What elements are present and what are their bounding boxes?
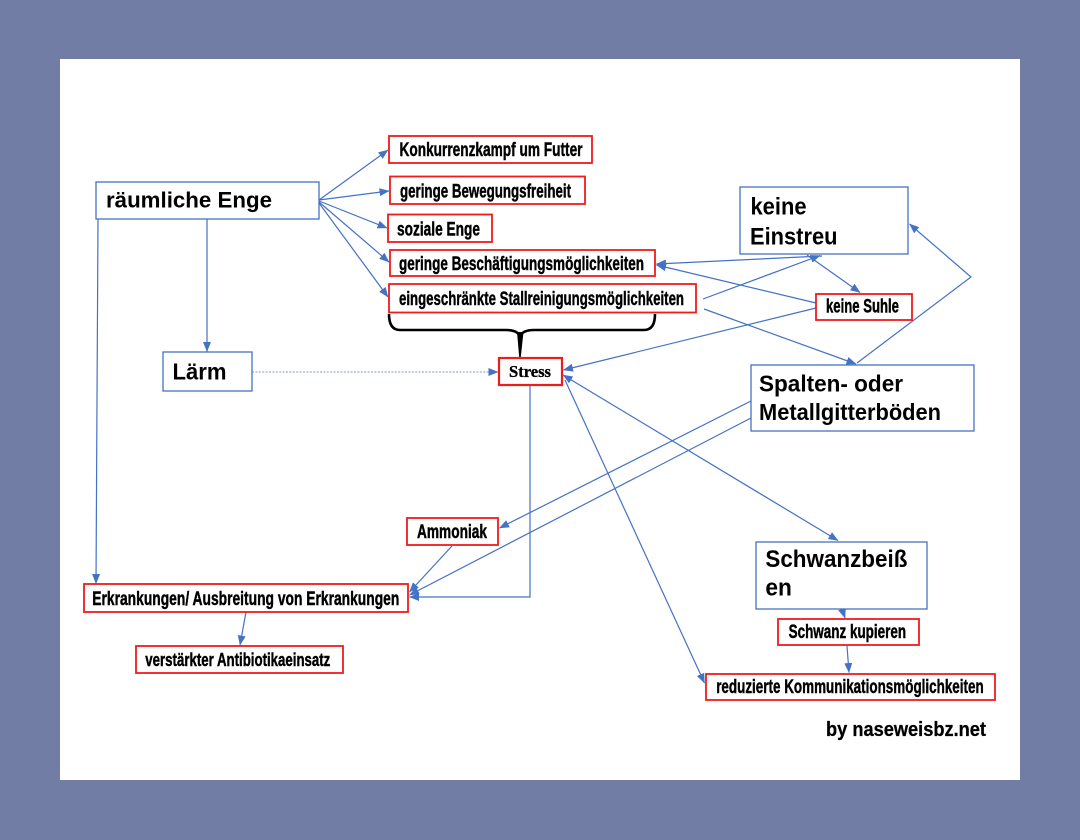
svg-text:geringe Beschäftigungsmöglichk: geringe Beschäftigungsmöglichkeiten xyxy=(399,254,644,275)
svg-text:Erkrankungen/ Ausbreitung von: Erkrankungen/ Ausbreitung von Erkrankung… xyxy=(92,589,399,610)
svg-text:Spalten- oder: Spalten- oder xyxy=(759,371,903,397)
svg-text:verstärkter Antibiotikaeinsatz: verstärkter Antibiotikaeinsatz xyxy=(145,649,330,670)
svg-text:eingeschränkte Stallreinigungs: eingeschränkte Stallreinigungsmöglichkei… xyxy=(399,289,684,310)
svg-text:räumliche Enge: räumliche Enge xyxy=(106,188,272,213)
svg-text:Ammoniak: Ammoniak xyxy=(417,522,487,543)
svg-text:by naseweisbz.net: by naseweisbz.net xyxy=(826,719,986,741)
svg-text:Metallgitterböden: Metallgitterböden xyxy=(759,399,941,425)
svg-text:keine Suhle: keine Suhle xyxy=(826,297,899,318)
svg-text:keine: keine xyxy=(751,193,807,220)
svg-text:reduzierte Kommunikationsmögli: reduzierte Kommunikationsmöglichkeiten xyxy=(716,677,984,698)
svg-text:Stress: Stress xyxy=(509,362,551,381)
svg-text:geringe Bewegungsfreiheit: geringe Bewegungsfreiheit xyxy=(400,182,571,203)
svg-text:Lärm: Lärm xyxy=(173,359,227,385)
svg-text:Konkurrenzkampf um Futter: Konkurrenzkampf um Futter xyxy=(400,140,583,161)
svg-text:Schwanz kupieren: Schwanz kupieren xyxy=(789,622,907,643)
svg-text:soziale Enge: soziale Enge xyxy=(397,220,480,241)
svg-text:en: en xyxy=(765,574,792,601)
svg-text:Einstreu: Einstreu xyxy=(750,223,838,250)
svg-text:Schwanzbeiß: Schwanzbeiß xyxy=(765,546,907,573)
